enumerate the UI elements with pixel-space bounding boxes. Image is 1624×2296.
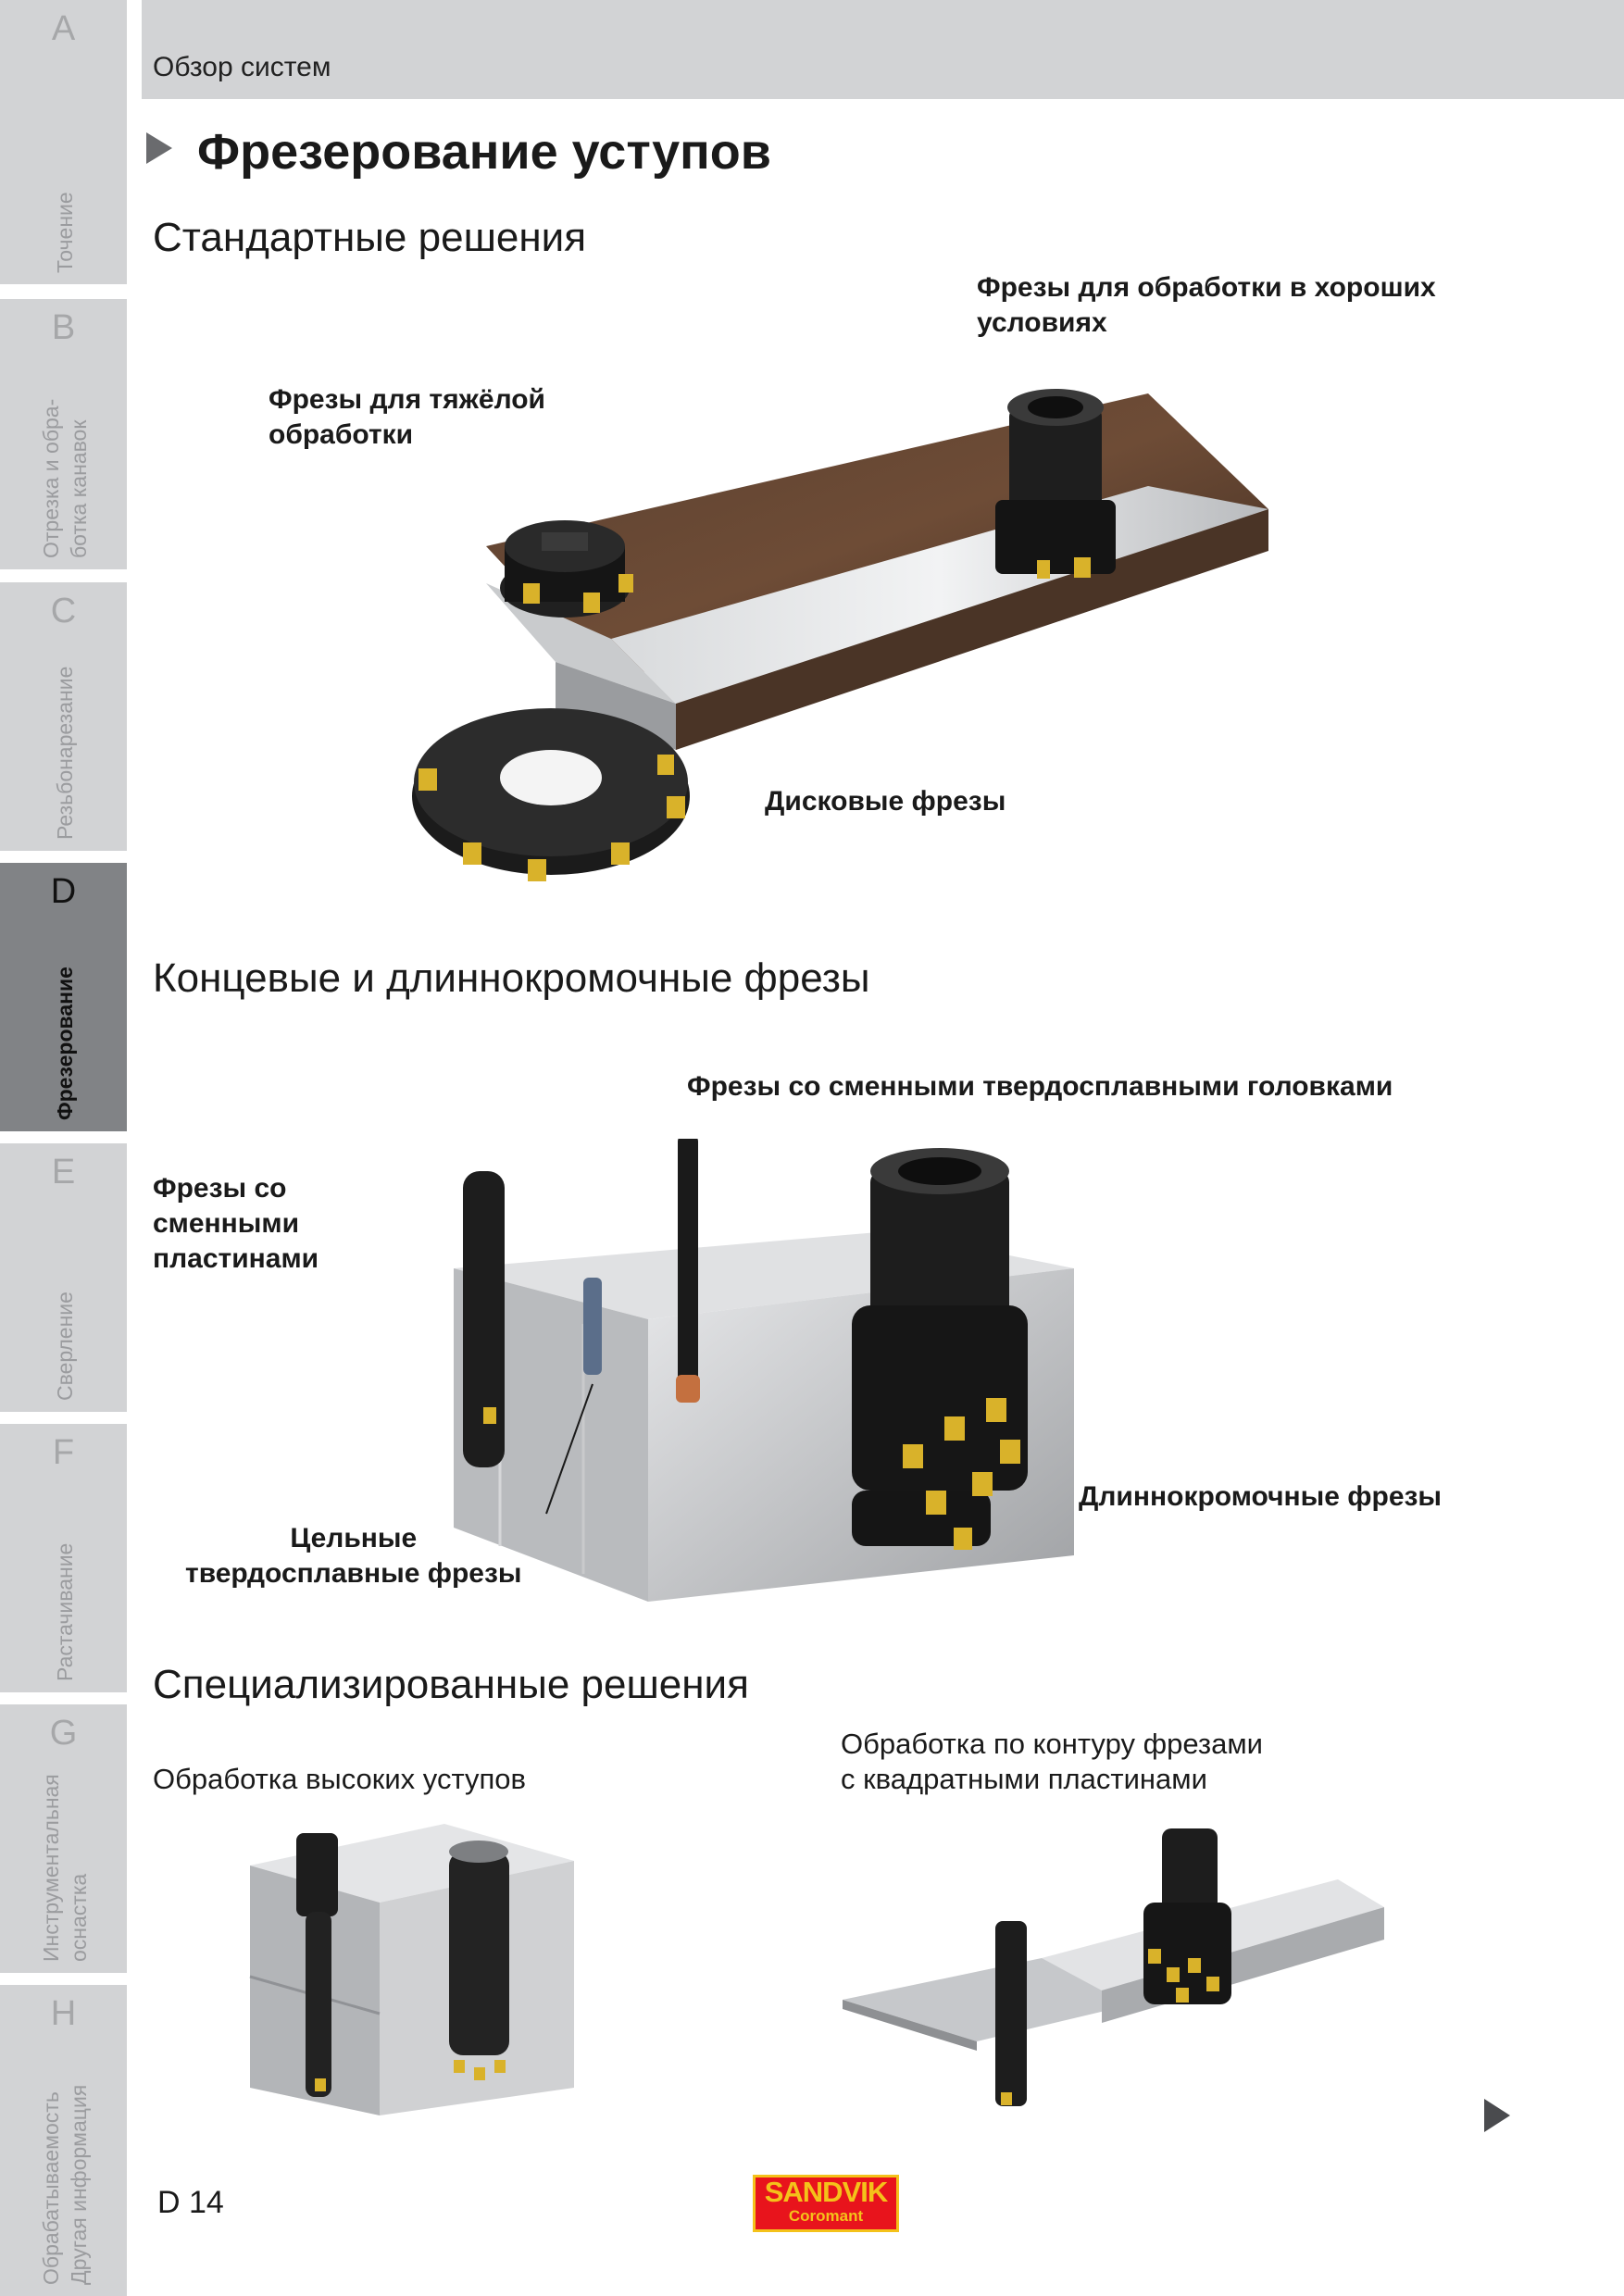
label-indexable-inserts: Фрезы со сменными пластинами	[153, 1173, 319, 1274]
contour-milling-image	[843, 1828, 1384, 2106]
tab-label: Отрезка и обра-ботка канавок	[39, 398, 91, 558]
label-good-conditions: Фрезы для обработки в хороших условиях	[977, 272, 1436, 338]
title-arrow-icon	[146, 132, 172, 164]
long-shank-tool	[296, 1833, 338, 1916]
tab-letter: F	[52, 1433, 75, 1472]
next-page-arrow-icon[interactable]	[1484, 2099, 1510, 2132]
label-solid-carbide: Цельные твердосплавные фрезы	[185, 1523, 522, 1589]
page-title: Фрезерование уступов	[197, 124, 771, 180]
tab-d[interactable]: D Фрезерование	[0, 863, 127, 1131]
shoulder-cutter	[449, 1852, 509, 2055]
shoulder-milling-standard-image	[412, 389, 1268, 881]
page-header: Обзор систем	[142, 0, 1624, 99]
solid-carbide-endmill	[583, 1278, 602, 1375]
tab-e[interactable]: E Сверление	[0, 1143, 127, 1412]
endmill-group-image	[454, 1139, 1074, 1602]
label-contour: Обработка по контуру фрезами с квадратны…	[841, 1728, 1263, 1795]
label-high-shoulders: Обработка высоких уступов	[153, 1763, 526, 1795]
tab-letter: B	[51, 308, 76, 347]
label-long-edge: Длиннокромочные фрезы	[1079, 1481, 1443, 1512]
square-insert-cutter	[1162, 1828, 1218, 1912]
tab-label: Точение	[53, 192, 77, 273]
tab-f[interactable]: F Растачивание	[0, 1424, 127, 1692]
contour-endmill	[995, 1921, 1027, 2106]
tab-letter: G	[49, 1714, 78, 1753]
exchangeable-head-endmill	[678, 1139, 698, 1384]
light-cutter	[995, 389, 1116, 579]
tab-label: Сверление	[53, 1292, 77, 1401]
indexable-endmill	[463, 1171, 505, 1467]
header-section-title: Обзор систем	[153, 52, 331, 82]
tab-label: Фрезерование	[53, 967, 77, 1120]
tab-a[interactable]: A Точение	[0, 0, 127, 284]
section-heading-endmills: Концевые и длиннокромочные фрезы	[153, 955, 870, 1001]
label-heavy-machining: Фрезы для тяжёлой обработки	[269, 384, 546, 450]
tab-letter: H	[50, 1994, 77, 2033]
heavy-duty-cutter	[500, 520, 633, 618]
tab-label: Растачивание	[53, 1542, 77, 1681]
section-heading-standard: Стандартные решения	[153, 215, 587, 260]
label-exchangeable-heads: Фрезы со сменными твердосплавными головк…	[687, 1071, 1393, 1102]
section-heading-special: Специализированные решения	[153, 1662, 749, 1707]
tab-b[interactable]: B Отрезка и обра-ботка канавок	[0, 299, 127, 569]
long-edge-cutter	[852, 1148, 1028, 1550]
high-shoulder-image	[249, 1824, 574, 2115]
tab-label: Резьбонарезание	[53, 666, 77, 840]
disc-cutter	[412, 708, 690, 881]
tab-letter: A	[51, 9, 76, 48]
page-number: D 14	[157, 2185, 224, 2220]
chapter-tabs: A Точение B Отрезка и обра-ботка канавок…	[0, 0, 127, 2296]
tab-c[interactable]: C Резьбонарезание	[0, 582, 127, 851]
label-disc-cutters: Дисковые фрезы	[765, 786, 1006, 817]
tab-letter: C	[50, 592, 77, 630]
tab-letter: E	[51, 1153, 76, 1192]
sandvik-logo: SANDVIK Coromant	[753, 2175, 899, 2232]
tab-letter: D	[50, 872, 77, 911]
